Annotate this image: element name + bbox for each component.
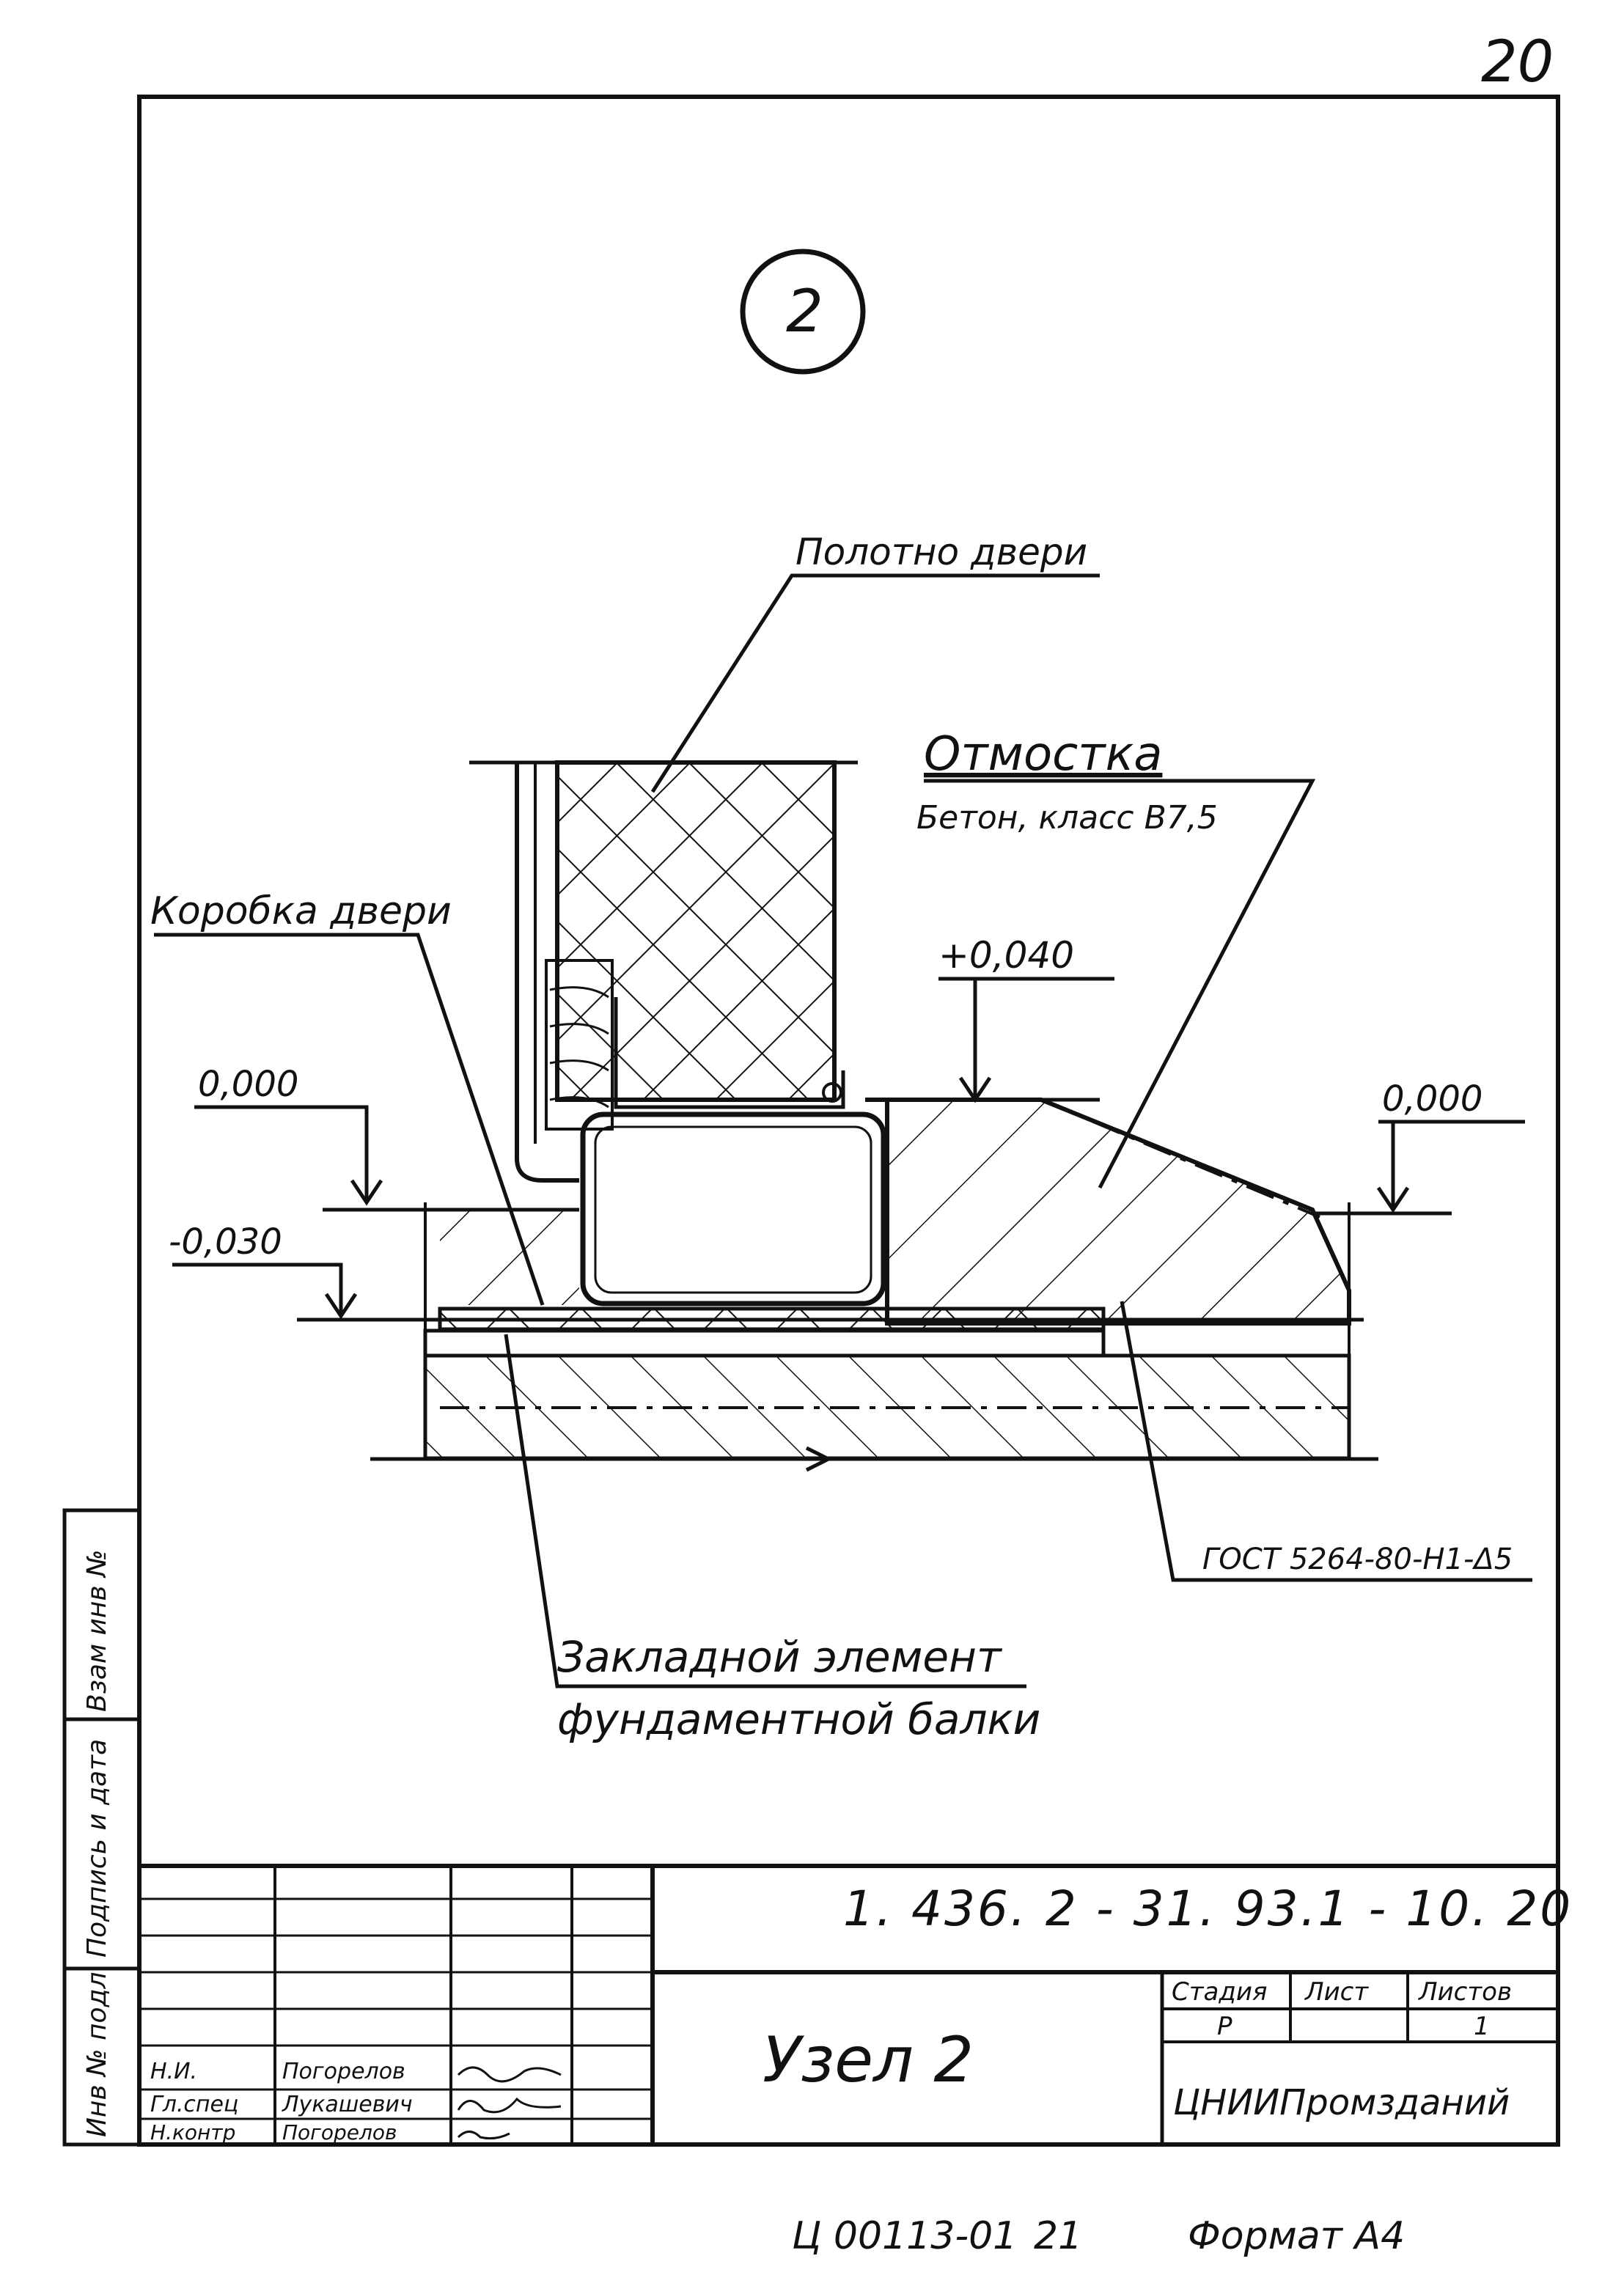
label-gost: ГОСТ 5264-80-Н1-Δ5: [1202, 1543, 1513, 1576]
leader-door-frame: [154, 933, 545, 1306]
footer-code: Ц 00113-01: [792, 2214, 1018, 2258]
sheet-frame: [137, 95, 1560, 2147]
label-blind-area: Отмостка: [924, 727, 1162, 782]
node-title: Узел 2: [763, 2024, 974, 2097]
row-1-role: Н.И.: [150, 2059, 197, 2084]
side-stamp-inv-orig: Инв № подл: [82, 1971, 112, 2137]
label-embedded-1: Закладной элемент: [557, 1632, 1003, 1682]
signature-3: [457, 2131, 510, 2140]
door-frame-profile: [515, 762, 579, 1183]
side-stamp-frame: [62, 1508, 142, 2147]
label-000-left: 0,000: [198, 1064, 298, 1105]
organization: ЦНИИПромзданий: [1173, 2082, 1510, 2123]
document-code: 1. 436. 2 - 31. 93.1 - 10. 20: [843, 1881, 1573, 1937]
label-embedded-2: фундаментной балки: [557, 1694, 1040, 1744]
sheets-header: Листов: [1417, 1977, 1512, 2007]
sheets-value: 1: [1474, 2012, 1490, 2041]
row-1-name: Погорелов: [282, 2059, 405, 2084]
row-3-name: Погорелов: [282, 2120, 397, 2144]
stage-header: Стадия: [1172, 1977, 1267, 2007]
leader-door-leaf: [650, 573, 1100, 793]
embedded-plate: [438, 1306, 1106, 1331]
node-marker-number: 2: [786, 277, 823, 345]
label-blind-area-material: Бетон, класс В7,5: [916, 799, 1218, 837]
signature-2: [457, 2097, 562, 2114]
label-000-right: 0,000: [1382, 1078, 1482, 1120]
sheet-header: Лист: [1304, 1977, 1369, 2007]
node-marker-circle: [740, 249, 866, 375]
footer-format: Формат А4: [1188, 2214, 1406, 2258]
signature-1: [457, 2066, 562, 2083]
footer-page: 21: [1034, 2214, 1083, 2258]
sheet-number: 20: [1481, 29, 1554, 95]
side-stamp-sign-date: Подпись и дата: [82, 1738, 112, 1958]
label-plus040: +0,040: [938, 934, 1074, 977]
leader-gost: [1120, 1301, 1532, 1582]
leader-minus030: [172, 1263, 343, 1316]
stage-value: Р: [1217, 2012, 1232, 2041]
door-leaf: [555, 760, 837, 1102]
row-3-role: Н.контр: [150, 2120, 235, 2144]
frame-box-section: [580, 1111, 886, 1306]
label-minus030: -0,030: [169, 1221, 282, 1263]
blind-area-concrete: [865, 1098, 1351, 1326]
row-2-name: Лукашевич: [282, 2092, 413, 2117]
side-stamp-inv: Взам инв №: [82, 1549, 112, 1712]
leader-000-left: [194, 1105, 369, 1202]
label-door-leaf: Полотно двери: [796, 531, 1087, 573]
leader-blind-area: [924, 779, 1316, 1189]
label-door-frame: Коробка двери: [150, 889, 452, 933]
title-block-lines: [139, 1864, 1558, 2144]
row-2-role: Гл.спец: [150, 2092, 238, 2117]
leader-embedded: [504, 1334, 1026, 1688]
